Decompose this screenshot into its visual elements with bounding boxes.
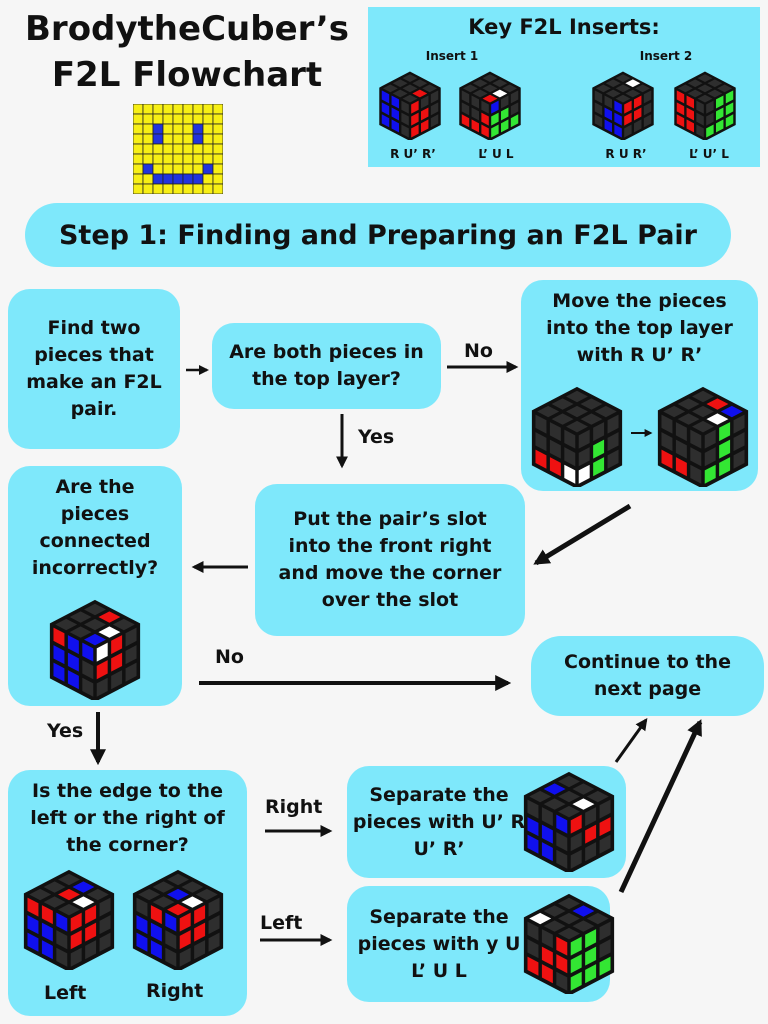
key-alg-2: L’ U L (478, 147, 514, 161)
node-put-slot-text: Put the pair’s slot into the front right… (278, 508, 502, 611)
rubiks-cube-icon (657, 386, 749, 487)
rubiks-cube-icon (523, 771, 615, 872)
edge-label-yes-1: Yes (358, 426, 395, 448)
caption-left: Left (44, 982, 87, 1004)
title-line-2: F2L Flowchart (51, 55, 323, 95)
node-edge-question-text: Is the edge to the left or the right of … (30, 780, 225, 856)
rubiks-cube-icon (459, 71, 521, 140)
rubiks-cube-icon (23, 869, 115, 970)
edge-label-left: Left (260, 912, 303, 934)
arrow-icon (614, 718, 648, 763)
smiley-grid-icon (133, 104, 223, 194)
key-alg-4: L’ U’ L (689, 147, 729, 161)
arrow-icon (618, 719, 703, 894)
rubiks-cube-icon (379, 71, 441, 140)
node-edge-question: Is the edge to the left or the right of … (8, 770, 247, 1016)
edge-label-no-1: No (464, 340, 493, 362)
rubiks-cube-icon (674, 71, 736, 140)
rubiks-cube-icon (592, 71, 654, 140)
node-separate-left-text: Separate the pieces with y U L’ U L (357, 905, 521, 982)
node-top-layer-question-text: Are both pieces in the top layer? (229, 341, 424, 390)
rubiks-cube-icon (49, 599, 141, 700)
rubiks-cube-icon (523, 893, 615, 994)
step-title: Step 1: Finding and Preparing an F2L Pai… (58, 219, 697, 251)
node-find-pair-text: Find two pieces that make an F2L pair. (26, 317, 162, 420)
node-continue-text: Continue to the next page (564, 651, 731, 700)
insert-2-label: Insert 2 (639, 49, 693, 63)
rubiks-cube-icon (531, 386, 623, 487)
title-line-1: BrodytheCuber’s (25, 9, 349, 49)
edge-label-right: Right (265, 796, 323, 818)
key-inserts-title: Key F2L Inserts: (468, 15, 660, 39)
insert-1-label: Insert 1 (425, 49, 479, 63)
edge-label-yes-2: Yes (47, 720, 84, 742)
edge-label-no-2: No (215, 646, 244, 668)
node-find-pair: Find two pieces that make an F2L pair. (8, 289, 180, 449)
node-connected-question-text: Are the pieces connected incorrectly? (31, 476, 159, 579)
step-banner: Step 1: Finding and Preparing an F2L Pai… (25, 203, 731, 267)
arrow-icon (533, 503, 632, 566)
node-continue: Continue to the next page (531, 636, 764, 716)
rubiks-cube-icon (132, 869, 224, 970)
node-move-pieces-text: Move the pieces into the top layer with … (546, 290, 733, 366)
key-alg-3: R U R’ (605, 147, 647, 161)
node-top-layer-question: Are both pieces in the top layer? (212, 323, 441, 409)
caption-right: Right (146, 980, 204, 1002)
page-title: BrodytheCuber’s F2L Flowchart (12, 6, 362, 98)
node-put-slot: Put the pair’s slot into the front right… (255, 484, 525, 636)
key-alg-1: R U’ R’ (390, 147, 436, 161)
node-separate-right-text: Separate the pieces with U’ R U’ R’ (352, 783, 526, 860)
